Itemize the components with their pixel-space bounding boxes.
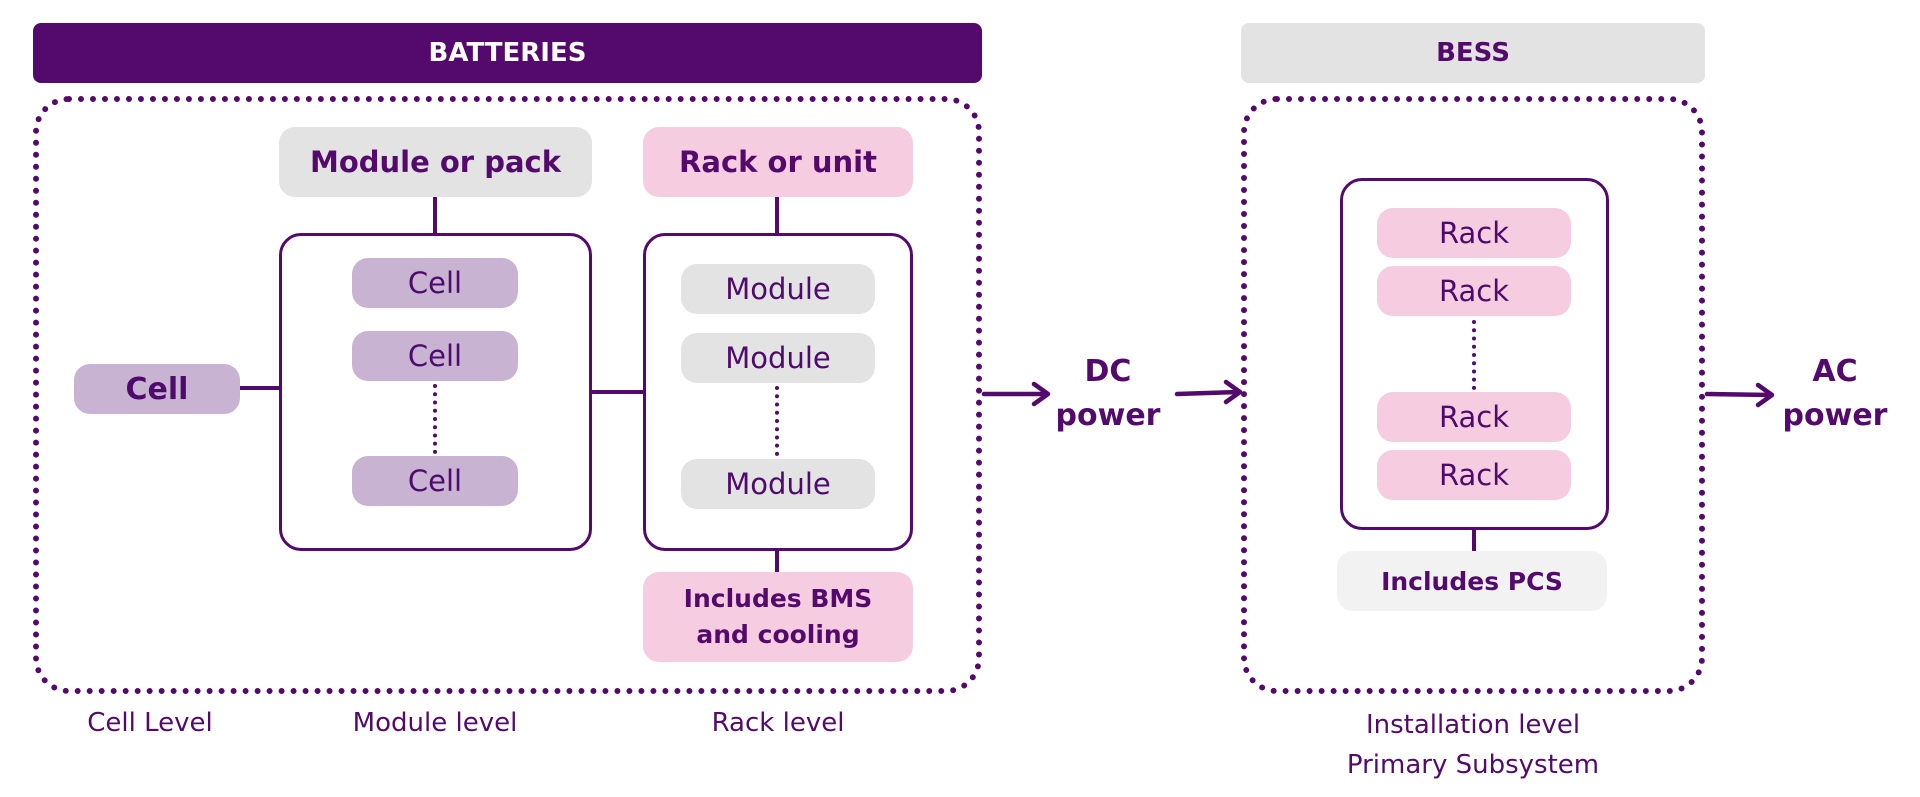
rack-modules-ellipsis: [775, 386, 779, 456]
module-title: Module or pack: [279, 127, 592, 197]
rack-title: Rack or unit: [643, 127, 913, 197]
label-cell-level: Cell Level: [87, 708, 213, 738]
bms-cooling-note: Includes BMS and cooling: [643, 572, 913, 662]
module-cell-3: Cell: [352, 456, 518, 506]
label-module-level: Module level: [352, 708, 518, 738]
bms-cooling-note-line2: and cooling: [696, 620, 860, 649]
arrow-batteries-to-dc: [981, 381, 1051, 407]
label-rack-level: Rack level: [711, 708, 845, 738]
batteries-header: BATTERIES: [33, 23, 982, 83]
label-installation-level: Installation level Primary Subsystem: [1300, 705, 1646, 785]
label-installation-line2: Primary Subsystem: [1346, 750, 1600, 780]
rack-module-3: Module: [681, 459, 875, 509]
connector-rack-title: [775, 197, 779, 233]
connector-module-to-rack: [592, 390, 644, 394]
arrow-dc-to-bess: [1174, 379, 1243, 405]
bess-header: BESS: [1241, 23, 1705, 83]
bess-rack-4: Rack: [1377, 450, 1571, 500]
connector-module-title: [433, 197, 437, 233]
bess-frame: [1241, 96, 1705, 694]
bess-rack-3: Rack: [1377, 392, 1571, 442]
module-cell-1: Cell: [352, 258, 518, 308]
batteries-frame: [33, 96, 982, 694]
connector-bess-note: [1472, 530, 1476, 552]
ac-power-label: AC power: [1770, 350, 1900, 438]
bess-rack-2: Rack: [1377, 266, 1571, 316]
rack-module-1: Module: [681, 264, 875, 314]
dc-power-line1: DC: [1084, 354, 1132, 389]
ac-power-line2: power: [1782, 398, 1888, 433]
module-cell-2: Cell: [352, 331, 518, 381]
ac-power-line1: AC: [1812, 354, 1858, 389]
rack-module-2: Module: [681, 333, 875, 383]
bms-cooling-note-line1: Includes BMS: [683, 584, 873, 613]
connector-rack-note: [775, 551, 779, 573]
label-installation-line1: Installation level: [1365, 710, 1581, 740]
bess-racks-ellipsis: [1472, 320, 1476, 390]
dc-power-label: DC power: [1048, 350, 1168, 438]
connector-cell-to-module: [240, 386, 281, 390]
arrow-bess-to-ac: [1704, 382, 1775, 408]
cell-level-node: Cell: [74, 364, 240, 414]
pcs-note: Includes PCS: [1337, 551, 1607, 611]
bess-rack-1: Rack: [1377, 208, 1571, 258]
module-cells-ellipsis: [433, 384, 437, 454]
dc-power-line2: power: [1055, 398, 1161, 433]
